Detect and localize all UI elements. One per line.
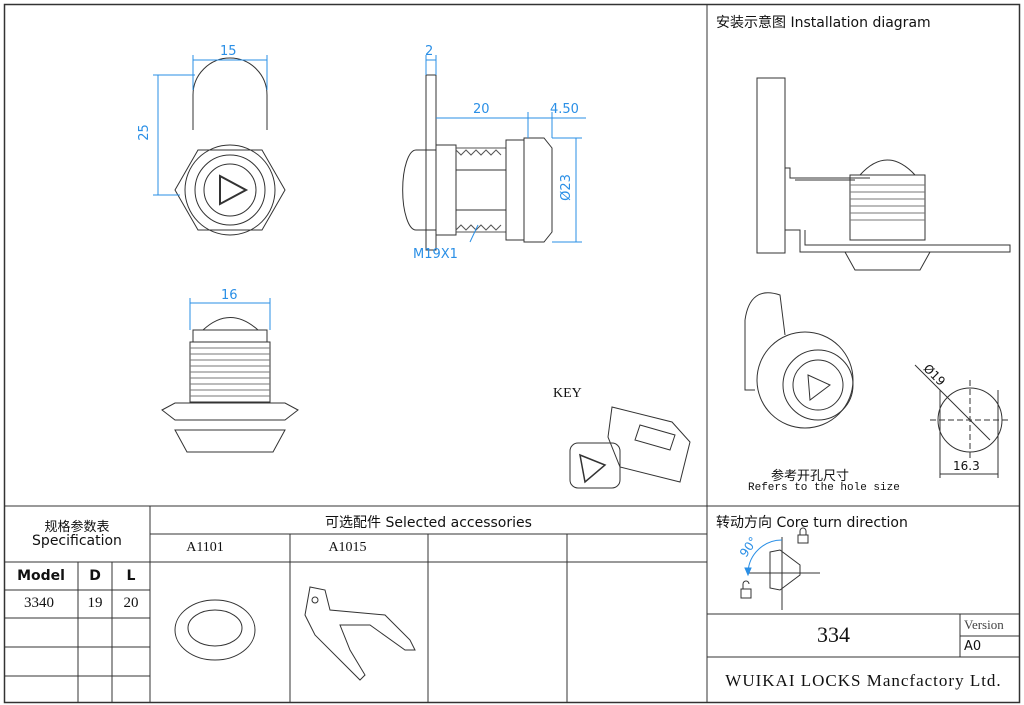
accessory-item-a1101: A1101 bbox=[186, 540, 224, 555]
spec-title-cn: 规格参数表 bbox=[44, 520, 110, 535]
hole-label-en: Refers to the hole size bbox=[748, 482, 900, 494]
sheet-border bbox=[3, 3, 1021, 704]
installation-drawing bbox=[744, 77, 1011, 478]
spec-header-l: L bbox=[126, 568, 136, 584]
hole-label-cn: 参考开孔尺寸 bbox=[771, 468, 850, 483]
turn-direction-title: 转动方向 Core turn direction bbox=[716, 515, 908, 531]
dim-bottom-width: 16 bbox=[221, 288, 238, 303]
spec-cell-model: 3340 bbox=[24, 595, 54, 611]
drawing-number: 334 bbox=[817, 622, 850, 647]
spec-title-en: Specification bbox=[32, 533, 122, 549]
dim-front-width: 15 bbox=[220, 44, 237, 59]
thread-spec: M19X1 bbox=[413, 247, 458, 262]
accessory-clip-drawing bbox=[304, 586, 416, 681]
front-view-drawing bbox=[153, 55, 286, 236]
dim-diameter: Ø23 bbox=[558, 174, 574, 201]
version-label: Version bbox=[964, 617, 1004, 632]
installation-title: 安装示意图 Installation diagram bbox=[716, 15, 931, 31]
version-value: A0 bbox=[964, 639, 982, 654]
key-label: KEY bbox=[553, 386, 582, 401]
turn-direction-drawing bbox=[740, 527, 820, 610]
hole-dim-width: 16.3 bbox=[953, 459, 980, 473]
accessory-item-a1015: A1015 bbox=[328, 540, 367, 555]
accessory-washer-drawing bbox=[174, 599, 256, 661]
company-name: WUIKAI LOCKS Mancfactory Ltd. bbox=[725, 671, 1002, 690]
dim-length: 20 bbox=[473, 102, 490, 117]
side-view-drawing bbox=[402, 55, 586, 251]
spec-cell-l: 20 bbox=[123, 595, 139, 611]
dim-flange: 2 bbox=[425, 44, 434, 59]
spec-cell-d: 19 bbox=[87, 595, 103, 611]
dim-head: 4.50 bbox=[550, 102, 579, 117]
dim-front-height: 25 bbox=[136, 124, 152, 141]
bottom-view-drawing bbox=[161, 298, 299, 453]
key-drawing bbox=[569, 406, 691, 489]
spec-header-d: D bbox=[89, 568, 101, 584]
spec-header-model: Model bbox=[17, 568, 65, 584]
accessories-title: 可选配件 Selected accessories bbox=[325, 515, 532, 531]
